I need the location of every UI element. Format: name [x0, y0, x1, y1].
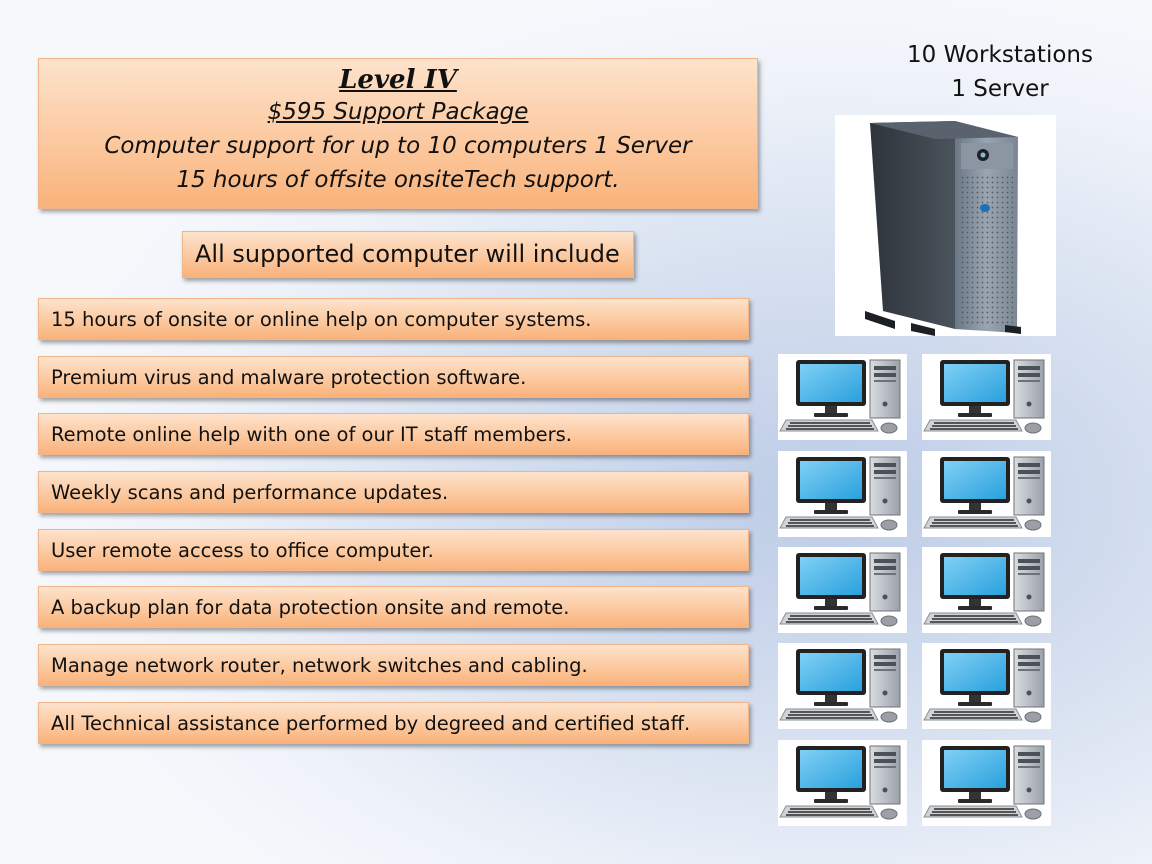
- feature-item: All Technical assistance performed by de…: [38, 702, 749, 744]
- workstation-icon: [922, 740, 1051, 826]
- workstation-icon: [778, 547, 907, 633]
- hours-line: 15 hours of offsite onsiteTech support.: [176, 167, 620, 193]
- workstation-icon: [778, 451, 907, 537]
- workstation-icon: [922, 547, 1051, 633]
- feature-item: User remote access to office computer.: [38, 529, 749, 571]
- workstation-icon: [922, 643, 1051, 729]
- coverage-line: Computer support for up to 10 computers …: [104, 133, 692, 159]
- feature-item: Weekly scans and performance updates.: [38, 471, 749, 513]
- level-title: Level IV: [339, 65, 457, 95]
- workstation-icon: [922, 354, 1051, 440]
- summary-text: 10 Workstations 1 Server: [900, 38, 1100, 106]
- feature-item: 15 hours of onsite or online help on com…: [38, 298, 749, 340]
- include-label: All supported computer will include: [182, 231, 634, 278]
- server-tower-icon: [835, 115, 1056, 336]
- server-count: 1 Server: [951, 76, 1049, 102]
- package-header: Level IV $595 Support Package Computer s…: [38, 58, 758, 209]
- feature-item: Premium virus and malware protection sof…: [38, 356, 749, 398]
- price-line: $595 Support Package: [267, 99, 529, 125]
- workstation-icon: [778, 354, 907, 440]
- feature-item: Remote online help with one of our IT st…: [38, 413, 749, 455]
- feature-item: A backup plan for data protection onsite…: [38, 586, 749, 628]
- feature-item: Manage network router, network switches …: [38, 644, 749, 686]
- workstation-icon: [922, 451, 1051, 537]
- workstation-icon: [778, 643, 907, 729]
- workstation-icon: [778, 740, 907, 826]
- workstations-count: 10 Workstations: [907, 42, 1093, 68]
